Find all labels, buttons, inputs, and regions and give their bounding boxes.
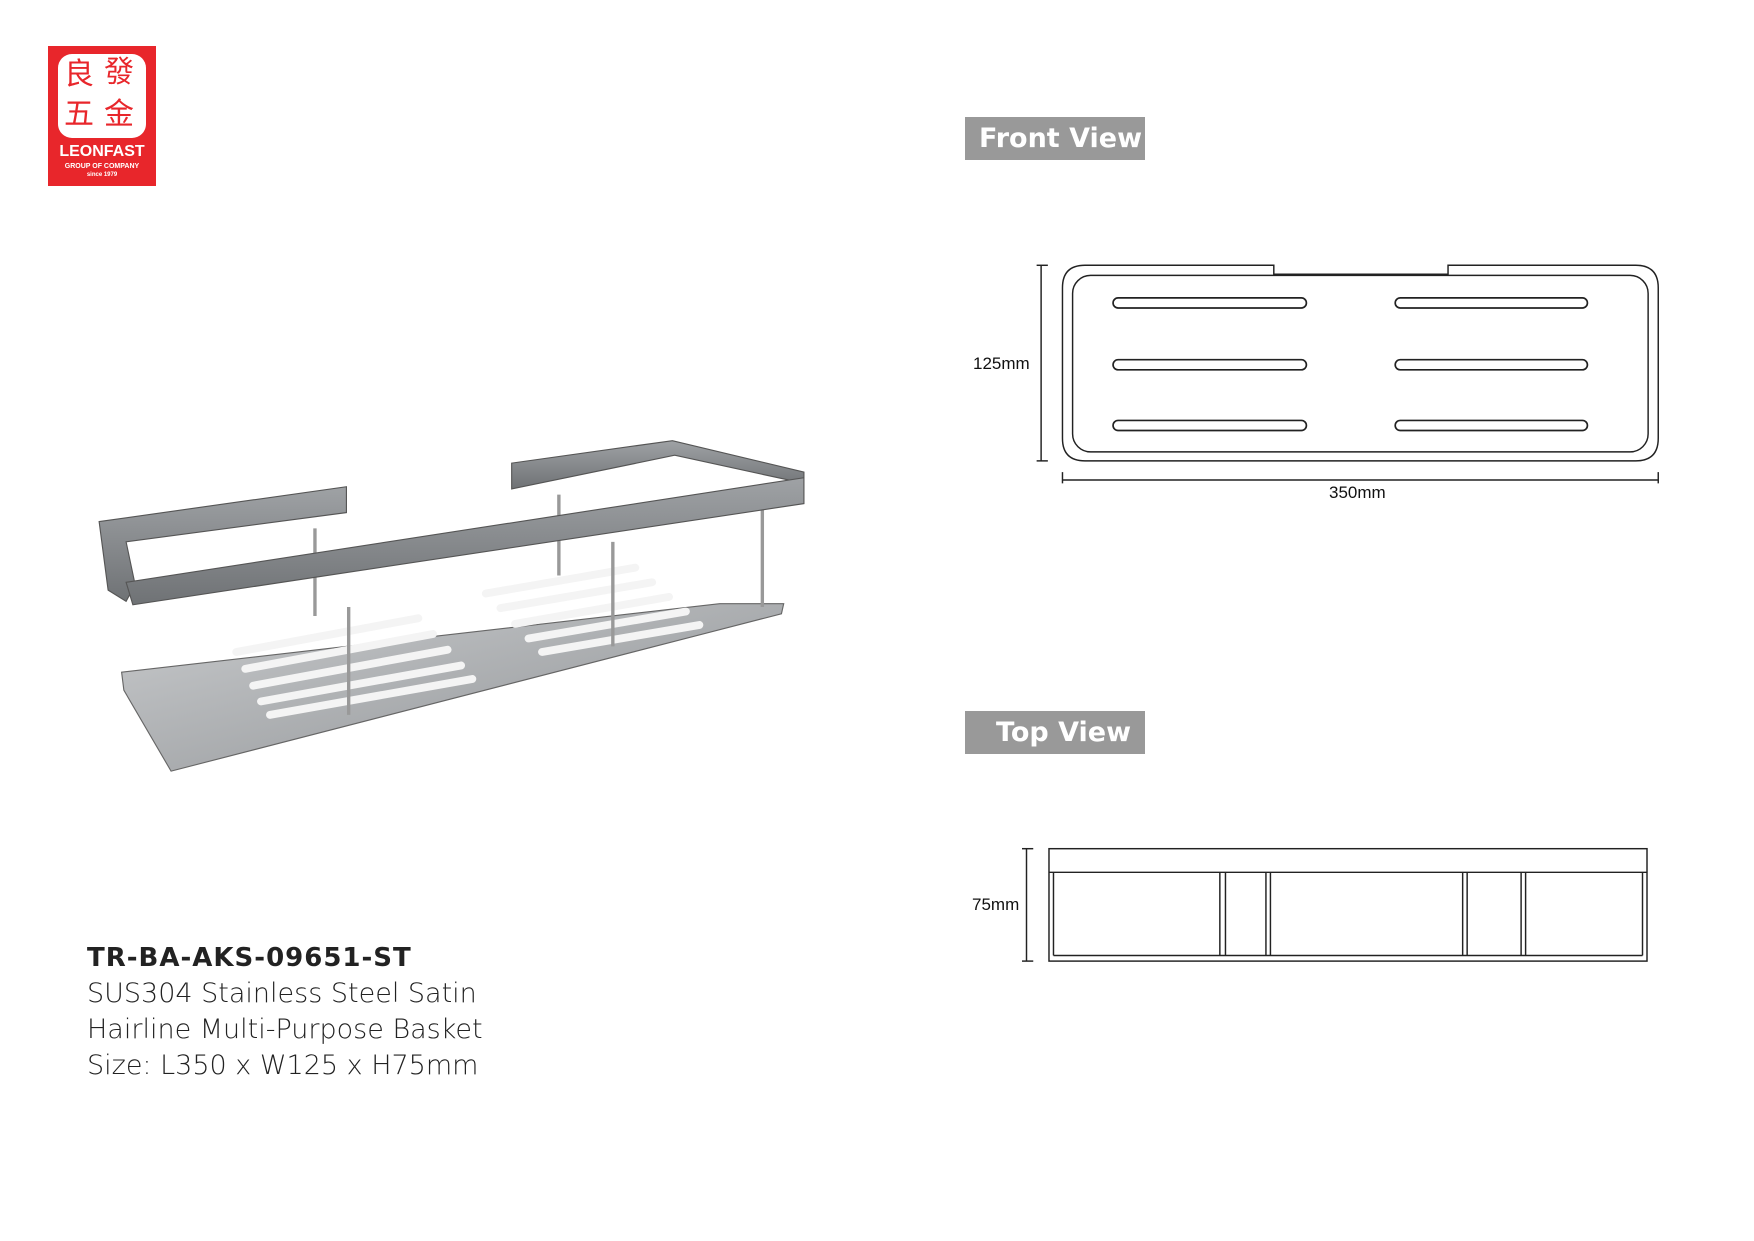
front-width-dimension: 350mm xyxy=(1329,483,1386,502)
product-code: TR-BA-AKS-09651-ST xyxy=(87,943,412,973)
logo-char: 金 xyxy=(104,97,134,132)
front-view-label: Front View xyxy=(965,117,1145,160)
logo-char: 五 xyxy=(64,97,94,132)
front-view-drawing xyxy=(1036,264,1659,484)
logo-tagline: GROUP OF COMPANY xyxy=(64,163,140,170)
logo-brand: LEONFAST xyxy=(59,143,145,160)
logo-seal: 良 發 五 金 xyxy=(58,54,146,138)
front-height-dimension: 125mm xyxy=(973,354,1030,373)
top-view-label: Top View xyxy=(965,711,1145,754)
product-description-line1: SUS304 Stainless Steel Satin xyxy=(87,978,477,1009)
product-size: Size: L350 x W125 x H75mm xyxy=(87,1050,479,1081)
top-height-dimension: 75mm xyxy=(972,895,1020,914)
logo-char: 良 xyxy=(64,57,94,92)
logo-since: since 1979 xyxy=(86,172,118,178)
top-view-drawing xyxy=(1022,847,1648,962)
product-description-line2: Hairline Multi-Purpose Basket xyxy=(87,1014,483,1045)
product-info: TR-BA-AKS-09651-ST SUS304 Stainless Stee… xyxy=(87,940,483,1084)
logo-char: 發 xyxy=(104,55,134,90)
basket-image xyxy=(98,440,805,772)
leonfast-logo: 良 發 五 金 LEONFAST GROUP OF COMPANY since … xyxy=(48,46,156,186)
